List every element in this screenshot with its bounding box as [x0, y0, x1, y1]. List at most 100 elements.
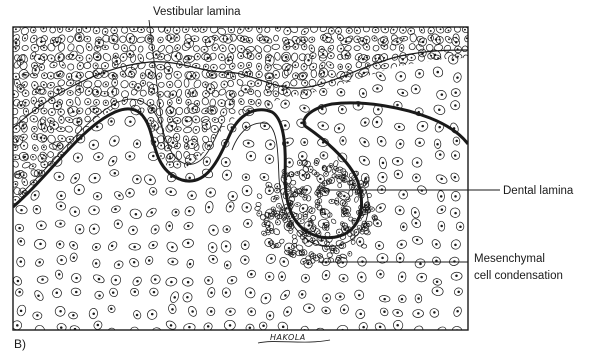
cell	[11, 108, 18, 116]
cell-nucleus	[53, 64, 55, 66]
cell-nucleus	[68, 76, 70, 78]
cell-nucleus	[348, 30, 350, 32]
cell-nucleus	[438, 164, 440, 166]
cell	[443, 143, 452, 152]
cell-nucleus	[311, 253, 313, 255]
cell-nucleus	[158, 209, 160, 211]
cell-nucleus	[17, 280, 20, 283]
cell-nucleus	[376, 130, 378, 132]
cell	[158, 25, 165, 33]
cell-nucleus	[419, 210, 421, 212]
cell-nucleus	[169, 118, 171, 120]
cell	[379, 135, 388, 144]
cell-nucleus	[358, 294, 361, 297]
cell-nucleus	[385, 210, 387, 212]
cell	[434, 168, 444, 177]
cell-nucleus	[339, 37, 341, 39]
cell-nucleus	[299, 162, 301, 164]
cell-nucleus	[428, 119, 430, 121]
cell-nucleus	[79, 74, 81, 76]
cell-nucleus	[411, 57, 413, 59]
cell-nucleus	[111, 245, 114, 248]
cell-nucleus	[212, 258, 215, 261]
cell-nucleus	[440, 178, 443, 181]
cell-nucleus	[286, 47, 288, 49]
cell-nucleus	[275, 155, 277, 157]
cell-nucleus	[343, 195, 346, 198]
cell-nucleus	[340, 147, 342, 149]
cell-nucleus	[396, 324, 399, 327]
cell-nucleus	[40, 201, 42, 203]
cell-nucleus	[258, 164, 260, 166]
cell-nucleus	[302, 75, 304, 77]
cell-nucleus	[271, 230, 273, 232]
cell-nucleus	[230, 146, 232, 148]
cell	[130, 99, 136, 107]
cell-nucleus	[232, 101, 234, 103]
cell-nucleus	[124, 47, 126, 49]
cell	[452, 106, 462, 116]
cell	[274, 98, 282, 106]
cell	[299, 100, 307, 105]
cell	[353, 144, 361, 153]
cell-nucleus	[366, 39, 368, 41]
cell-nucleus	[223, 190, 225, 192]
cell-nucleus	[454, 176, 457, 179]
cell	[138, 196, 145, 203]
cell-nucleus	[321, 163, 323, 165]
cell	[298, 53, 307, 62]
cell-nucleus	[223, 84, 225, 86]
cell-nucleus	[212, 229, 215, 232]
cell	[128, 325, 140, 338]
cell	[354, 124, 359, 131]
cell-nucleus	[463, 148, 465, 150]
cell-nucleus	[357, 83, 359, 85]
cell	[237, 151, 246, 160]
cell-nucleus	[230, 56, 232, 58]
cell-nucleus	[112, 291, 115, 294]
cell-nucleus	[53, 124, 56, 127]
cell	[163, 90, 172, 99]
cell	[435, 72, 442, 79]
cell	[83, 80, 92, 88]
cell-nucleus	[347, 66, 349, 68]
cell-nucleus	[339, 118, 341, 120]
cell-nucleus	[286, 91, 288, 93]
cell	[407, 179, 416, 189]
cell-nucleus	[258, 65, 260, 67]
cell-nucleus	[158, 200, 160, 202]
cell-nucleus	[416, 239, 419, 242]
cell	[174, 196, 183, 205]
cell	[315, 328, 325, 336]
cell-nucleus	[41, 278, 44, 281]
cell-nucleus	[302, 174, 305, 177]
cell	[463, 63, 471, 72]
cell-nucleus	[50, 128, 52, 130]
cell-nucleus	[20, 310, 23, 313]
cell-nucleus	[124, 183, 126, 185]
cell	[136, 36, 145, 43]
cell-nucleus	[15, 138, 17, 140]
cell-nucleus	[277, 100, 279, 102]
mesenchymal-label-line2: cell condensation	[474, 270, 563, 282]
cell-nucleus	[356, 199, 358, 201]
cell-nucleus	[285, 85, 287, 87]
cell-nucleus	[152, 202, 154, 204]
cell-nucleus	[229, 324, 232, 327]
cell-nucleus	[105, 128, 107, 130]
cell	[121, 180, 130, 189]
cell	[454, 63, 461, 70]
cell-nucleus	[231, 279, 234, 282]
cell-nucleus	[338, 127, 341, 130]
cell-nucleus	[353, 185, 355, 187]
cell-nucleus	[155, 332, 158, 335]
cell-nucleus	[402, 226, 405, 229]
cell-nucleus	[191, 310, 194, 313]
cell-nucleus	[356, 29, 358, 31]
cell-nucleus	[284, 124, 287, 127]
cell-nucleus	[258, 153, 260, 155]
cell-nucleus	[139, 121, 141, 123]
cell	[442, 132, 452, 142]
cell-nucleus	[419, 263, 422, 266]
cell	[254, 44, 263, 54]
